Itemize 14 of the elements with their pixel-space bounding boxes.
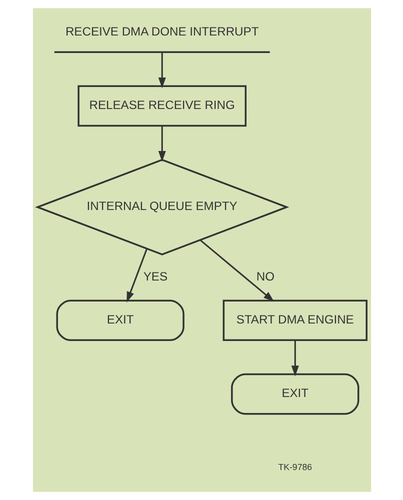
arrow: [126, 248, 147, 302]
node-text: RECEIVE DMA DONE INTERRUPT: [64, 24, 258, 38]
label: TK-9786: [278, 462, 312, 472]
arrow: [158, 126, 166, 162]
edge-label: NO: [256, 270, 274, 284]
node-box: EXIT: [230, 373, 359, 415]
edge-label: YES: [142, 270, 168, 284]
arrow: [158, 52, 166, 88]
arrow: [199, 239, 274, 302]
node-box: EXIT: [56, 300, 184, 342]
node-box: RELEASE RECEIVE RING: [77, 85, 246, 127]
node-diamond: INTERNAL QUEUE EMPTY: [34, 158, 289, 256]
node-box: START DMA ENGINE: [222, 300, 367, 342]
arrow: [290, 340, 298, 376]
